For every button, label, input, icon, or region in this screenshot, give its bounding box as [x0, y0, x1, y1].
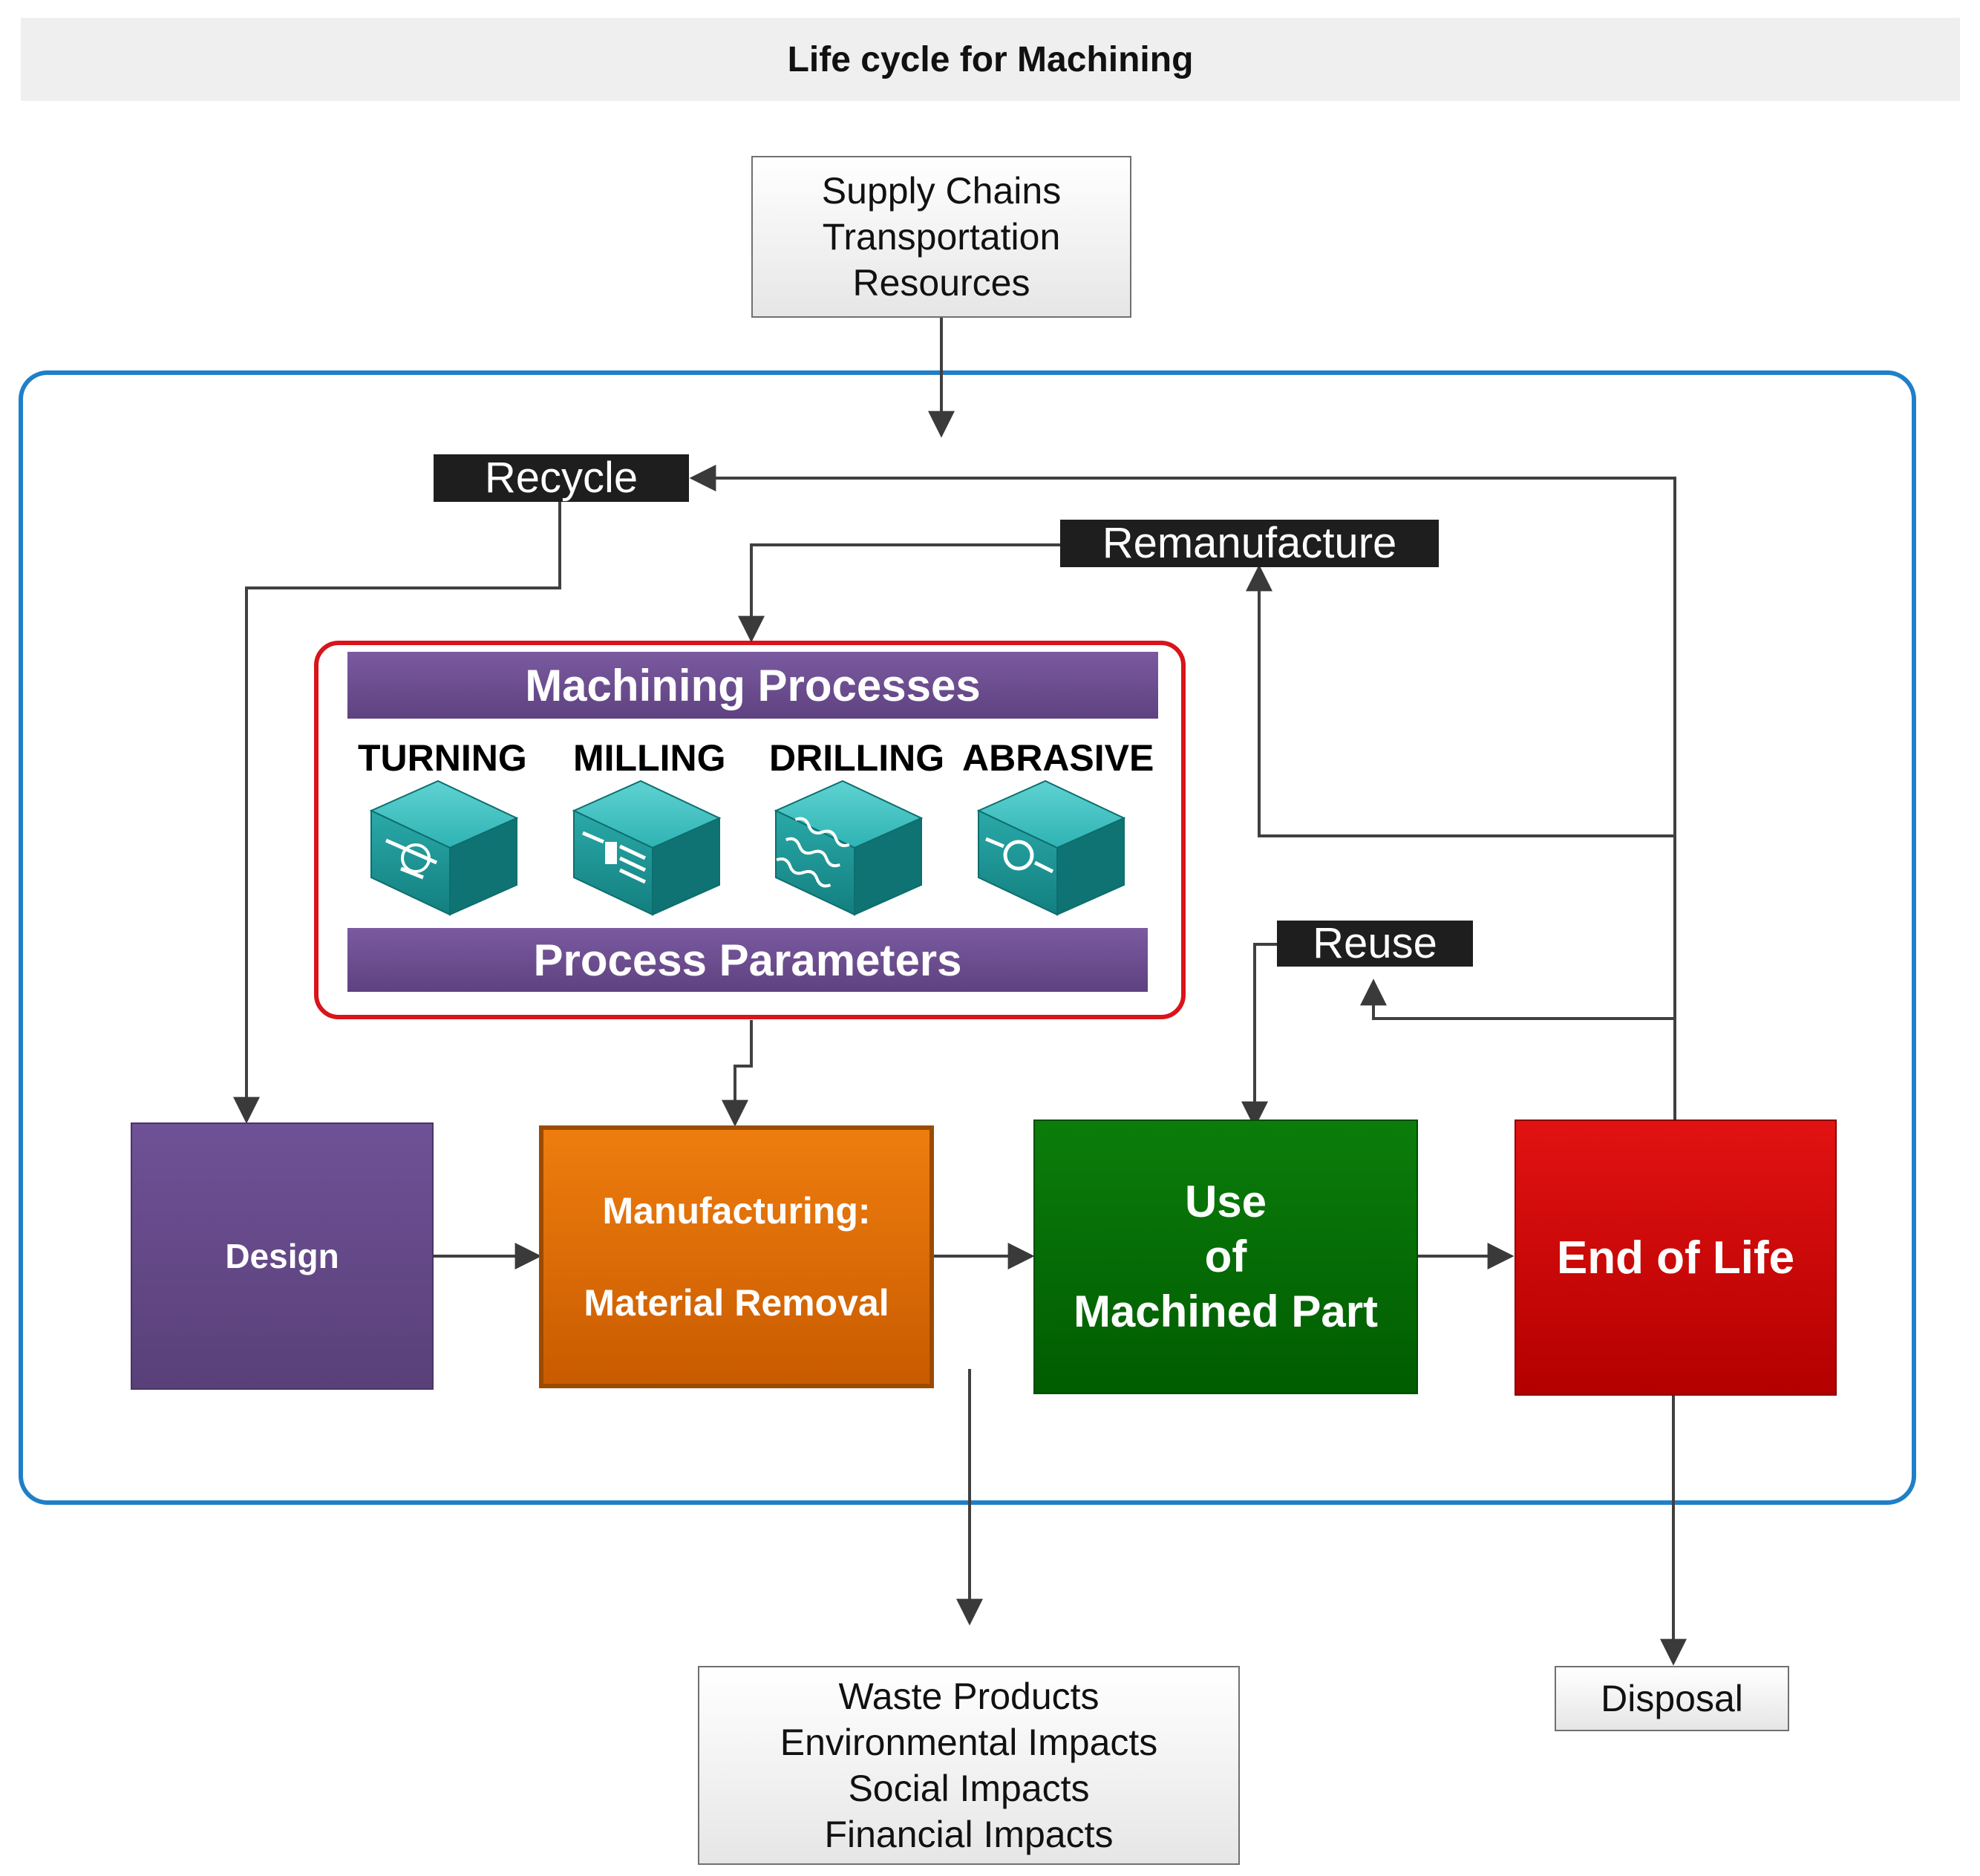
arrow-eol-to-remanufacture — [1246, 564, 1675, 837]
diagram-title: Life cycle for Machining — [21, 18, 1960, 101]
disposal-label: Disposal — [1601, 1678, 1743, 1719]
output-waste-products: Waste Products — [838, 1676, 1100, 1717]
drilling-module-icon — [774, 780, 924, 916]
output-financial-impacts: Financial Impacts — [824, 1814, 1114, 1855]
reuse-label: Reuse — [1277, 921, 1473, 967]
remanufacture-label: Remanufacture — [1060, 520, 1439, 567]
use-stage: Use of Machined Part — [1033, 1120, 1418, 1394]
use-label-line2: of — [1204, 1232, 1247, 1281]
arrow-processes-to-manufacturing — [722, 1020, 753, 1127]
inputs-box: Supply Chains Transportation Resources — [751, 156, 1131, 318]
machining-processes-header: Machining Processes — [347, 652, 1158, 719]
manufacturing-stage: Manufacturing: Material Removal — [539, 1125, 934, 1388]
outputs-box: Waste Products Environmental Impacts Soc… — [698, 1666, 1240, 1865]
recycle-label: Recycle — [434, 454, 689, 502]
design-label: Design — [225, 1237, 339, 1275]
input-transportation: Transportation — [822, 216, 1061, 258]
design-stage: Design — [131, 1122, 434, 1390]
disposal-box: Disposal — [1555, 1666, 1789, 1731]
end-of-life-stage: End of Life — [1515, 1120, 1837, 1396]
process-parameters-footer: Process Parameters — [347, 928, 1148, 992]
output-environmental-impacts: Environmental Impacts — [780, 1722, 1158, 1763]
milling-module-icon — [572, 780, 722, 916]
manufacturing-label-line1: Manufacturing: — [602, 1190, 871, 1232]
arrow-remanufacture-to-processes — [738, 543, 1060, 643]
machining-process-frame — [314, 641, 1186, 1019]
abrasive-module-icon — [976, 780, 1126, 916]
process-milling-label: MILLING — [573, 737, 726, 779]
process-turning-label: TURNING — [358, 737, 527, 779]
turning-module-icon — [369, 780, 519, 916]
input-resources: Resources — [852, 262, 1030, 304]
end-of-life-label: End of Life — [1556, 1232, 1795, 1284]
manufacturing-label-line2: Material Removal — [584, 1282, 889, 1324]
process-abrasive-label: ABRASIVE — [962, 737, 1154, 779]
input-supply-chains: Supply Chains — [821, 170, 1062, 212]
arrow-eol-to-reuse — [1360, 978, 1675, 1020]
process-drilling-label: DRILLING — [769, 737, 945, 779]
arrow-recycle-to-design — [233, 502, 561, 1124]
output-social-impacts: Social Impacts — [848, 1768, 1090, 1809]
use-label-line1: Use — [1184, 1177, 1267, 1226]
system-boundary — [19, 370, 1916, 1505]
use-label-line3: Machined Part — [1073, 1287, 1379, 1336]
arrow-eol-to-recycle — [689, 465, 1676, 1120]
